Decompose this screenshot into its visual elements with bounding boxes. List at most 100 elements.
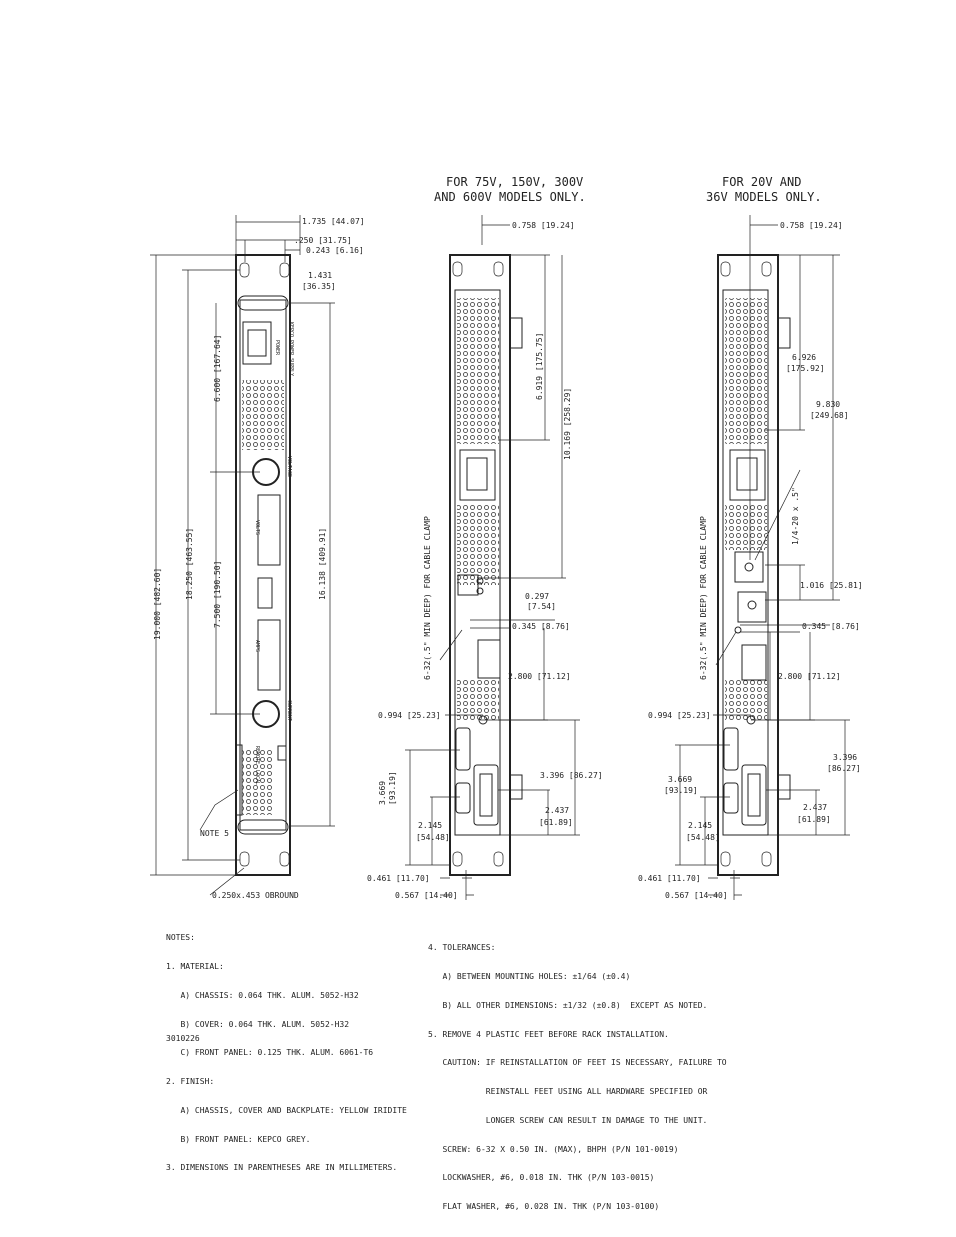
note5-leader [199,789,239,831]
mid-side-tab [509,317,523,349]
mid-dim-2437-a: 2.437 [545,806,569,815]
right-dim-2437-a: 2.437 [803,803,827,812]
right-top-dim-lines [749,215,778,560]
db-connector-2 [455,782,471,814]
note-line: C) FRONT PANEL: 0.125 THK. ALUM. 6061-T6 [166,1048,374,1058]
right-clamp-hole [734,626,742,634]
obround-leader [209,867,245,896]
right-clamp-leader [715,631,737,666]
right-dim-3669-lines [675,744,730,866]
dim-inner-height: 16.138 [409.91] [318,528,327,600]
note-line: A) CHASSIS: 0.064 THK. ALUM. 5052-H32 [166,990,359,1000]
dim-width-1: 1.735 [44.07] [302,217,365,226]
front-vent-lower [242,750,272,815]
note-line: LOCKWASHER, #6, 0.018 IN. THK (P/N 103-0… [428,1173,655,1183]
local-label: LOCAL [254,770,260,785]
right-dim-9830-a: 9.830 [816,400,840,409]
db-connector-2 [723,782,739,814]
right-dim-9830-lines [765,255,840,601]
mode-buttons [257,577,273,609]
mid-clamp-note: 6-32(.5" MIN DEEP) FOR CABLE CLAMP [423,516,432,680]
mid-vent-lower [457,680,499,720]
amps-label: AMPS [254,640,260,652]
right-dim-2145-b: [54.48] [686,833,720,842]
front-panel-inner [239,299,287,831]
notes-left: NOTES: 1. MATERIAL: A) CHASSIS: 0.064 TH… [166,914,407,1183]
right-dim-1016-lines [765,564,805,600]
right-vent-middle [725,505,767,550]
note5-label: NOTE 5 [200,829,229,838]
handle-bottom [237,819,289,835]
mid-dim-10169: 10.169 [258.29] [563,388,572,460]
right-dim-2800: 2.800 [71.12] [778,672,841,681]
handle-top [237,295,289,311]
mounting-hole [452,851,463,867]
mounting-hole [761,261,772,277]
rear-view-20v-36v: FOR 20V AND 36V MODELS ONLY. 0.758 [19.2… [638,175,863,900]
obround-label: 0.250x.453 OBROUND [212,891,299,900]
dim-width-3: 0.243 [6.16] [306,246,364,255]
mid-vent-upper [457,298,499,444]
gpib-connector-inner [747,773,761,817]
mid-side-tab [509,774,523,800]
mounting-hole [720,851,731,867]
note-line: B) ALL OTHER DIMENSIONS: ±1/32 (±0.8) EX… [428,1000,708,1010]
right-dim-0567-lines [708,870,742,900]
dim-h1-b: [36.35] [302,282,336,291]
mounting-hole [239,851,250,867]
right-dim-2145-lines [700,796,730,865]
right-side-tab [777,774,791,800]
right-dim-top: 0.758 [19.24] [780,221,843,230]
right-stud-note: 1/4-20 x .5" [791,487,800,545]
mid-dim-2145-lines [430,796,460,865]
mid-dim-0345-lines [470,619,555,629]
note5-feet-strip [235,744,243,816]
note-line: REINSTALL FEET USING ALL HARDWARE SPECIF… [428,1087,708,1097]
volts-label: VOLTS [254,520,260,535]
right-dim-2437-b: [61.89] [797,815,831,824]
sense-terminal-block [741,644,767,681]
right-dim-6926-b: [175.92] [786,364,825,373]
db-connector [455,727,471,771]
mid-heading-line2: AND 600V MODELS ONLY. [434,190,586,204]
right-clamp-note: 6-32(.5" MIN DEEP) FOR CABLE CLAMP [699,516,708,680]
ac-inlet [729,449,766,501]
mid-dim-6919-lines [498,254,550,441]
right-dim-2145-a: 2.145 [688,821,712,830]
mounting-hole [493,261,504,277]
right-dim-3669-a: 3.669 [668,775,692,784]
note-line: NOTES: [166,933,195,943]
db-connector [723,727,739,771]
mid-heading-line1: FOR 75V, 150V, 300V [446,175,583,189]
front-vent-upper [242,380,284,450]
mounting-hole [239,262,250,278]
right-dim-1016: 1.016 [25.81] [800,581,863,590]
sense-terminal-block [477,639,501,679]
front-top-dimension-lines [235,215,301,262]
mid-dim-3669-a: 3.669 [378,781,387,805]
right-dim-0994: 0.994 [25.23] [648,711,711,720]
right-heading-line1: FOR 20V AND [722,175,801,189]
mounting-hole [279,262,290,278]
right-vent-upper [725,298,767,444]
output-bus-bar-2 [737,591,767,623]
current-label: CURRENT [286,700,292,721]
mid-vent-middle [457,505,499,585]
mid-dim-0567-lines [440,870,474,900]
right-side-tab [777,317,791,349]
note-line: CAUTION: IF REINSTALLATION OF FEET IS NE… [428,1058,727,1068]
mid-top-dim-lines [481,215,510,245]
mounting-hole [279,851,290,867]
remote-label: REMOTE [254,746,260,764]
right-dim-0345: 0.345 [8.76] [802,622,860,631]
right-heading-line2: 36V MODELS ONLY. [706,190,822,204]
current-display [257,619,281,691]
output-stud-2 [747,600,757,610]
mid-dim-2145-b: [54.48] [416,833,450,842]
mid-clamp-leader [439,629,463,661]
right-dim-3396-a: 3.396 [833,753,857,762]
mid-rear-outline [449,254,511,876]
right-dim-0461: 0.461 [11.70] [638,874,701,883]
mid-dim-0994: 0.994 [25.23] [378,711,441,720]
